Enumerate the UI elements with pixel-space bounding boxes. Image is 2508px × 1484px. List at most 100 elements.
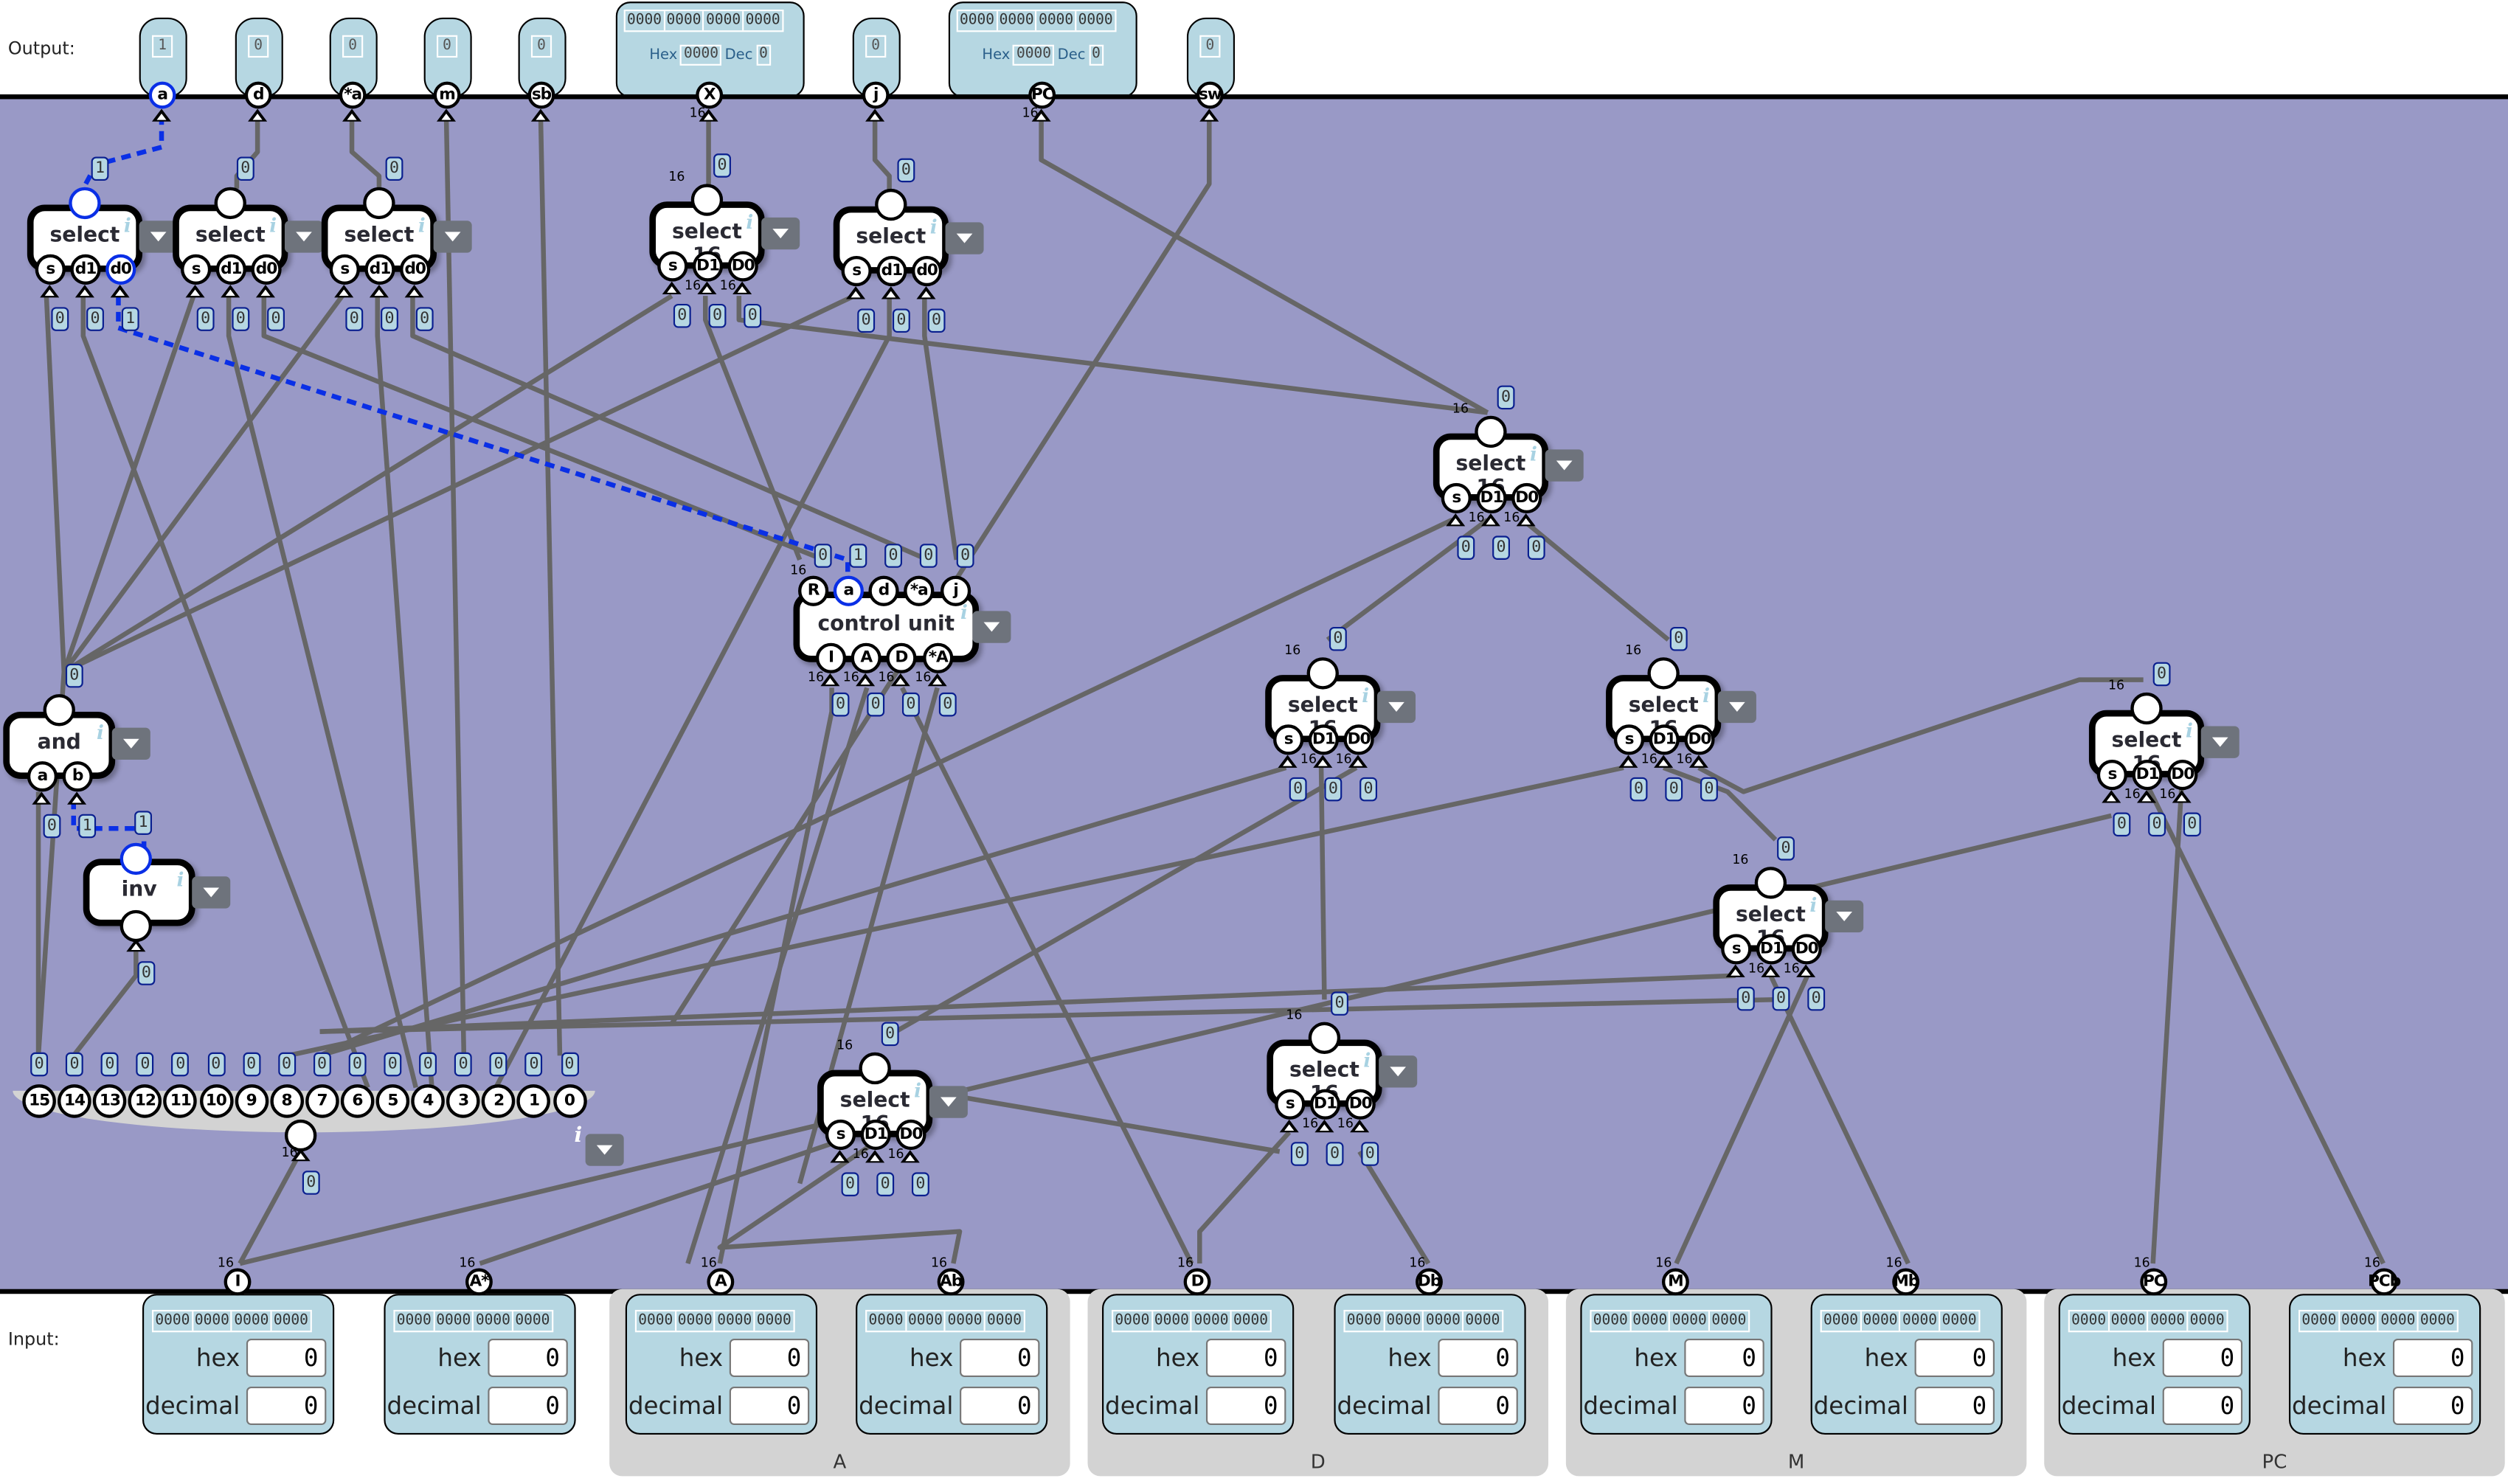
splitter-bit-5[interactable]: 5	[375, 1084, 410, 1118]
hex-input[interactable]	[1438, 1338, 1518, 1377]
input-port-D1[interactable]: D1	[1649, 724, 1680, 755]
hex-input[interactable]	[1205, 1338, 1286, 1377]
bit-group[interactable]: 0000	[2070, 1311, 2110, 1331]
input-port-D0[interactable]: D0	[2167, 759, 2198, 791]
input-pin-D[interactable]: D	[1183, 1268, 1211, 1296]
bit-group[interactable]: 0000	[1822, 1311, 1862, 1331]
info-icon[interactable]: i	[418, 214, 426, 237]
output-port[interactable]	[363, 187, 395, 220]
gate-menu-button[interactable]	[1376, 690, 1416, 724]
input-port-D1[interactable]: D1	[2132, 759, 2163, 791]
info-icon[interactable]: i	[914, 1079, 921, 1103]
bit-group[interactable]: 0000	[907, 1311, 946, 1331]
input-port-s[interactable]: s	[2096, 759, 2127, 791]
bit-group[interactable]: 0000	[1592, 1311, 1632, 1331]
output-port[interactable]	[875, 188, 907, 221]
input-pin-Db[interactable]: Db	[1416, 1268, 1443, 1296]
info-icon[interactable]: i	[1809, 894, 1818, 917]
output-port-R[interactable]: R	[798, 575, 829, 606]
bit-group[interactable]: 0000	[232, 1311, 272, 1331]
bit-group[interactable]: 0000	[1941, 1313, 1977, 1329]
info-icon[interactable]: i	[2185, 719, 2193, 743]
bit-group[interactable]: 0000	[1345, 1311, 1385, 1331]
hex-input[interactable]	[960, 1338, 1040, 1377]
info-icon[interactable]: i	[746, 211, 754, 234]
output-pin-sb[interactable]: sb	[527, 81, 555, 109]
input-port-D1[interactable]: D1	[692, 251, 724, 282]
info-icon[interactable]: i	[960, 601, 968, 624]
output-port[interactable]	[43, 694, 75, 727]
output-port[interactable]	[119, 842, 152, 876]
splitter-bit-15[interactable]: 15	[22, 1084, 56, 1118]
input-port-D0[interactable]: D0	[727, 251, 758, 282]
bit-group[interactable]: 0000	[2149, 1311, 2189, 1331]
hex-input[interactable]	[1684, 1338, 1764, 1377]
input-port-D1[interactable]: D1	[860, 1119, 891, 1151]
bit-group[interactable]: 0000	[1113, 1311, 1153, 1331]
bit-group[interactable]: 0000	[1192, 1311, 1232, 1331]
input-pin-PC[interactable]: PC	[2140, 1268, 2168, 1296]
splitter-bit-12[interactable]: 12	[128, 1084, 162, 1118]
bit-group[interactable]: 0000	[2189, 1313, 2225, 1329]
gate-menu-button[interactable]	[945, 222, 984, 254]
splitter-bit-2[interactable]: 2	[482, 1084, 516, 1118]
decimal-input[interactable]	[2162, 1387, 2243, 1426]
info-icon[interactable]: i	[929, 215, 938, 239]
bit-group[interactable]: 0000	[946, 1311, 985, 1331]
input-port-D1[interactable]: D1	[1308, 724, 1339, 755]
decimal-input[interactable]	[1914, 1387, 1995, 1426]
input-pin-A*[interactable]: A*	[465, 1268, 493, 1296]
input-pin-Mb[interactable]: Mb	[1892, 1268, 1919, 1296]
splitter-bit-1[interactable]: 1	[517, 1084, 551, 1118]
input-port-d0[interactable]: d0	[105, 254, 136, 285]
output-port[interactable]	[2130, 692, 2163, 725]
output-port[interactable]	[690, 184, 724, 216]
input-port-s[interactable]: s	[1613, 724, 1645, 755]
bit-group[interactable]: 0000	[1465, 1313, 1500, 1329]
gate-menu-button[interactable]	[2200, 726, 2239, 758]
bit-group[interactable]: 0000	[1233, 1313, 1268, 1329]
bit-group[interactable]: 0000	[756, 1313, 791, 1329]
input-port-D1[interactable]: D1	[1476, 482, 1507, 514]
bit-group[interactable]: 0000	[637, 1311, 676, 1331]
input-port-d1[interactable]: d1	[70, 254, 101, 285]
input-port-D0[interactable]: D0	[1511, 482, 1542, 514]
hex-input[interactable]	[2162, 1338, 2243, 1377]
input-port-d1[interactable]: d1	[876, 255, 907, 287]
hex-input[interactable]	[246, 1338, 327, 1377]
bit-group[interactable]: 0000	[867, 1311, 907, 1331]
info-icon[interactable]: i	[97, 721, 104, 744]
gate-menu-button[interactable]	[1545, 449, 1584, 482]
splitter-bit-4[interactable]: 4	[411, 1084, 446, 1118]
splitter-menu-button[interactable]	[585, 1134, 624, 1166]
input-port-s[interactable]: s	[329, 254, 360, 285]
splitter-bit-8[interactable]: 8	[269, 1084, 304, 1118]
bit-group[interactable]: 0000	[153, 1311, 193, 1331]
hex-input[interactable]	[729, 1338, 810, 1377]
gate-menu-button[interactable]	[1379, 1055, 1418, 1088]
output-pin-PC[interactable]: PC	[1028, 81, 1056, 109]
bit-group[interactable]: 0000	[2379, 1311, 2419, 1331]
output-port-a[interactable]: a	[833, 575, 864, 606]
input-port-s[interactable]: s	[35, 254, 66, 285]
output-port[interactable]	[1308, 1022, 1341, 1054]
output-port[interactable]	[1647, 657, 1680, 690]
input-port-s[interactable]: s	[841, 255, 872, 287]
hex-input[interactable]	[488, 1338, 568, 1377]
input-port-D0[interactable]: D0	[1345, 1089, 1376, 1120]
output-port[interactable]	[1754, 867, 1787, 899]
info-icon[interactable]: i	[1362, 684, 1370, 707]
splitter-bit-13[interactable]: 13	[93, 1084, 127, 1118]
input-port-s[interactable]: s	[1275, 1089, 1306, 1120]
splitter-bit-3[interactable]: 3	[446, 1084, 480, 1118]
bit-group[interactable]: 0000	[676, 1311, 716, 1331]
output-pin-a[interactable]: a	[148, 81, 176, 109]
gate-menu-button[interactable]	[972, 611, 1011, 643]
decimal-input[interactable]	[729, 1387, 810, 1426]
info-icon[interactable]: i	[1363, 1049, 1371, 1072]
gate-menu-button[interactable]	[433, 221, 472, 253]
